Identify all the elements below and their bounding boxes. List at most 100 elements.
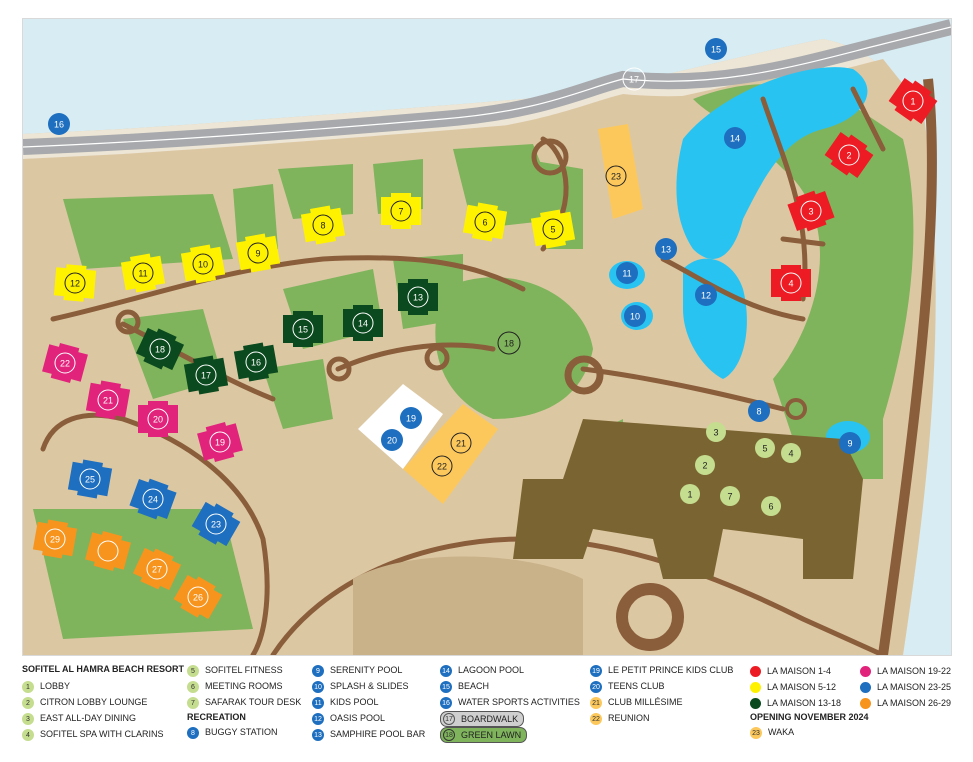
recreation-number: 8 [756, 407, 761, 417]
recreation-badge-9 [839, 432, 861, 454]
roundabout [785, 398, 807, 420]
facility-badge-6 [761, 496, 781, 516]
villa-number: 1 [910, 97, 915, 107]
facility-badge-1 [680, 484, 700, 504]
villa-la-maison-22 [42, 343, 88, 383]
map-labels: 1234567891011121314151617181920212223242… [44, 38, 924, 608]
villa-group [32, 78, 938, 620]
recreation-badge-18 [497, 331, 521, 355]
recreation-number: 12 [701, 291, 711, 301]
legend-title: SOFITEL AL HAMRA BEACH RESORT [22, 664, 185, 674]
recreation-number: 11 [622, 269, 631, 279]
facility-badge-2 [695, 455, 715, 475]
legend-badge: 4 [22, 729, 34, 742]
legend-badge: 13 [312, 729, 324, 742]
villa-number: 24 [148, 495, 158, 505]
villa-number: 11 [138, 269, 147, 279]
recreation-number: 16 [54, 120, 64, 130]
legend-label: LA MAISON 1-4 [767, 666, 832, 676]
villa-number: 29 [50, 535, 60, 545]
legend-label: LOBBY [40, 680, 71, 691]
villa-number: 13 [413, 293, 423, 303]
villa-label-ring [146, 558, 168, 580]
recreation-badge-17 [622, 67, 646, 91]
sea [23, 19, 951, 655]
villa-label-ring [64, 272, 86, 294]
legend-label: BUGGY STATION [205, 726, 278, 737]
facility-badge-7 [720, 486, 740, 506]
villa-la-maison-14 [343, 305, 383, 341]
villa-number: 14 [358, 319, 368, 329]
villa-label-ring [902, 90, 924, 112]
villa-number: 4 [788, 279, 793, 289]
villa-la-maison-7 [381, 193, 421, 229]
villa-la-maison-11 [120, 253, 166, 293]
recreation-badge-16 [48, 113, 70, 135]
legend-badge: 17 [443, 713, 455, 725]
legend-swatch [860, 681, 871, 693]
legend-item: LA MAISON 1-4 [750, 664, 831, 678]
legend-label: MEETING ROOMS [205, 680, 283, 691]
villa-label-ring [245, 351, 267, 373]
legend-item: LA MAISON 13-18 [750, 696, 841, 710]
legend-swatch [750, 697, 761, 709]
villa-label-ring [800, 200, 822, 222]
villa-number: 16 [251, 358, 261, 368]
villa-number: 22 [60, 359, 70, 369]
legend-swatch [750, 681, 761, 693]
facility-number: 3 [713, 428, 718, 438]
legend-label: EAST ALL-DAY DINING [40, 712, 137, 723]
villa-number: 21 [103, 396, 113, 406]
villa-la-maison-16 [233, 342, 279, 382]
villa-la-maison-9 [235, 233, 281, 273]
villa-label-ring [780, 272, 802, 294]
villa-label-ring [97, 389, 119, 411]
recreation-number: 9 [847, 439, 852, 449]
legend-item: LA MAISON 26-29 [860, 696, 951, 710]
villa-la-maison-18 [135, 327, 185, 371]
villa-label-ring [192, 253, 214, 275]
villa-la-maison-10 [180, 244, 226, 284]
waka-building [598, 124, 643, 219]
villa-label-ring [390, 200, 412, 222]
facility-number: 5 [762, 444, 767, 454]
recreation-number: 10 [630, 312, 640, 322]
villa-label-ring [209, 431, 231, 453]
legend-swatch [750, 665, 761, 677]
villa-label-ring [292, 318, 314, 340]
recreation-badge-15 [705, 38, 727, 60]
villa-la-maison-8 [300, 205, 346, 245]
legend-swatch [860, 697, 871, 709]
dining-badge-23 [605, 165, 627, 187]
legend-label: WAKA [768, 726, 795, 737]
recreation-badge-11 [616, 262, 638, 284]
dining-badge-22 [431, 455, 453, 477]
facility-badge-5 [755, 438, 775, 458]
legend-opening-title: OPENING NOVEMBER 2024 [750, 712, 869, 722]
roundabout [531, 138, 569, 176]
legend-badge: 20 [590, 681, 602, 694]
recreation-number: 13 [661, 245, 671, 255]
villa-la-maison-13 [398, 279, 438, 315]
